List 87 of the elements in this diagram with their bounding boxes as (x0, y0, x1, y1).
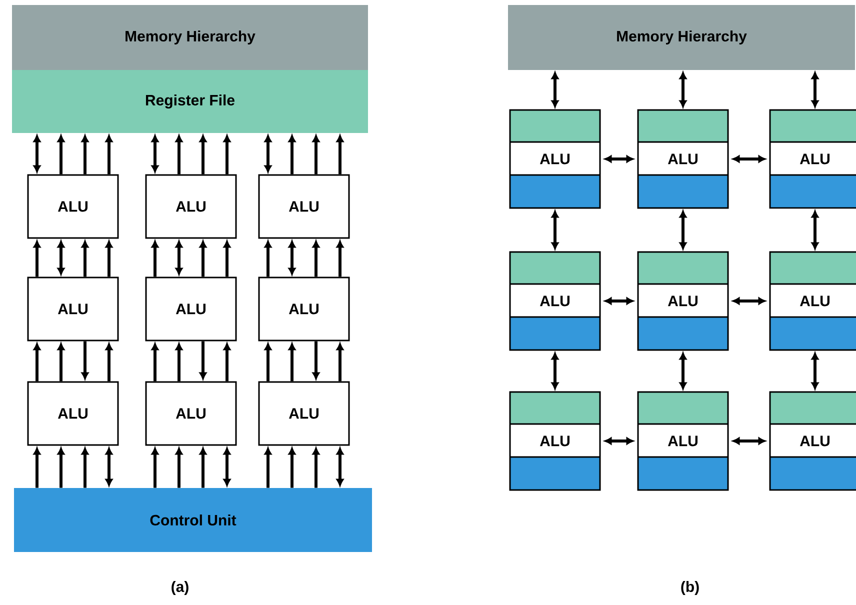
processing-element-tile: ALU (637, 251, 729, 351)
arrow (223, 135, 231, 174)
arrow (57, 240, 65, 275)
arrow (81, 341, 89, 380)
arrow (264, 448, 272, 488)
arrow (81, 135, 89, 174)
arrow (81, 240, 89, 277)
alu-box: ALU (145, 174, 237, 239)
arrow (33, 135, 41, 172)
processing-element-tile: ALU (769, 251, 856, 351)
arrow (81, 448, 89, 488)
arrow (732, 437, 766, 445)
arrow (57, 448, 65, 488)
arrow (57, 343, 65, 382)
arrow (199, 135, 207, 174)
arrow (312, 240, 320, 277)
arrow (175, 240, 183, 275)
arrow (175, 448, 183, 488)
arrow (336, 135, 344, 174)
processing-element-tile: ALU (637, 391, 729, 491)
arrow (175, 135, 183, 174)
alu-box: ALU (145, 276, 237, 342)
arrow (679, 352, 687, 390)
arrow (199, 448, 207, 488)
arrow (679, 72, 687, 108)
arrow (199, 240, 207, 277)
processing-element-tile: ALU (509, 251, 601, 351)
arrow (551, 352, 559, 390)
alu-box: ALU (27, 174, 119, 239)
arrow (312, 341, 320, 380)
register-file-bar: Register File (12, 70, 368, 133)
alu-box: ALU (258, 381, 350, 446)
arrow (288, 135, 296, 174)
arrow (679, 210, 687, 250)
arrow (288, 240, 296, 275)
arrow (551, 210, 559, 250)
alu-box: ALU (145, 381, 237, 446)
arrow (811, 72, 819, 108)
arrow (57, 135, 65, 174)
memory-hierarchy-bar: Memory Hierarchy (12, 5, 368, 70)
arrow (604, 155, 634, 163)
arrow (33, 448, 41, 488)
arrow (151, 240, 159, 277)
arrow (105, 343, 113, 382)
arrow (732, 155, 766, 163)
processing-element-tile: ALU (509, 391, 601, 491)
arrow (199, 341, 207, 380)
control-unit-bar: Control Unit (14, 488, 372, 552)
panel-label: (b) (681, 581, 699, 595)
processing-element-tile: ALU (769, 109, 856, 209)
arrow (288, 448, 296, 488)
arrow (336, 448, 344, 486)
arrow (223, 343, 231, 382)
alu-box: ALU (258, 276, 350, 342)
arrow (604, 297, 634, 305)
arrow (732, 297, 766, 305)
arrow (175, 343, 183, 382)
arrow (336, 343, 344, 382)
arrow (604, 437, 634, 445)
arrow (811, 352, 819, 390)
arrow (551, 72, 559, 108)
processing-element-tile: ALU (509, 109, 601, 209)
panel-label: (a) (172, 581, 188, 595)
arrow (151, 343, 159, 382)
arrow (811, 210, 819, 250)
alu-box: ALU (258, 174, 350, 239)
arrow (288, 343, 296, 382)
arrow (105, 240, 113, 277)
alu-box: ALU (27, 276, 119, 342)
processing-element-tile: ALU (769, 391, 856, 491)
alu-box: ALU (27, 381, 119, 446)
arrow (312, 135, 320, 174)
arrow (105, 448, 113, 486)
processing-element-tile: ALU (637, 109, 729, 209)
arrow (264, 343, 272, 382)
arrow (105, 135, 113, 174)
arrow (223, 448, 231, 486)
memory-hierarchy-bar: Memory Hierarchy (508, 5, 855, 70)
arrow (312, 448, 320, 488)
arrow (336, 240, 344, 277)
arrow (264, 135, 272, 172)
arrow (223, 240, 231, 277)
arrow (33, 240, 41, 277)
arrow (264, 240, 272, 277)
arrow (151, 448, 159, 488)
arrow (151, 135, 159, 172)
arrow (33, 343, 41, 382)
